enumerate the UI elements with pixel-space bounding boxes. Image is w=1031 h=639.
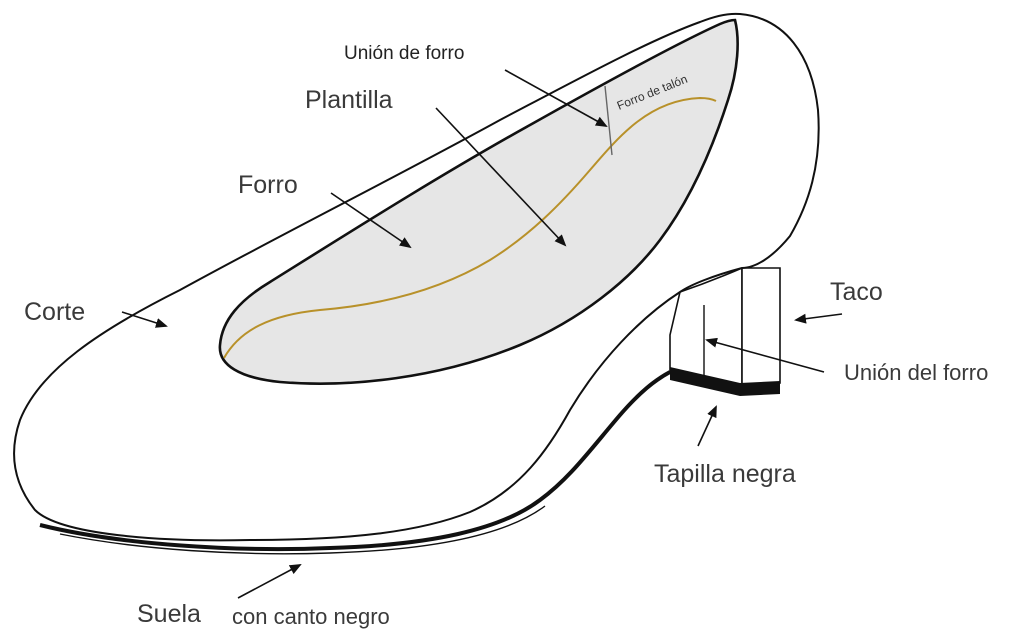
tapilla-negra-front xyxy=(740,381,780,396)
arrow-tapilla-negra xyxy=(697,405,717,447)
sole-edge xyxy=(39,370,671,552)
heel-front xyxy=(741,267,781,387)
arrow-suela xyxy=(237,564,302,599)
label-forro: Forro xyxy=(238,171,298,199)
label-corte: Corte xyxy=(24,298,85,326)
insole-line xyxy=(223,96,717,359)
sole-edge-inner xyxy=(59,505,546,555)
label-union-del-forro: Unión del forro xyxy=(844,360,988,385)
arrow-union-del-forro xyxy=(705,337,825,373)
label-suela: Suela xyxy=(137,600,201,628)
arrow-plantilla xyxy=(435,107,567,247)
tapilla-negra xyxy=(670,367,740,396)
arrow-corte xyxy=(121,311,168,328)
arrow-union-forro xyxy=(504,69,608,127)
heel-lining-seam xyxy=(604,85,613,156)
arrow-forro xyxy=(330,192,412,249)
label-union-de-forro: Unión de forro xyxy=(344,43,464,64)
arrow-taco xyxy=(794,313,843,324)
label-taco: Taco xyxy=(830,278,883,306)
label-plantilla: Plantilla xyxy=(305,86,393,114)
label-tapilla-negra: Tapilla negra xyxy=(654,460,796,488)
lining-area xyxy=(218,18,739,385)
label-con-canto-negro: con canto negro xyxy=(232,604,390,629)
